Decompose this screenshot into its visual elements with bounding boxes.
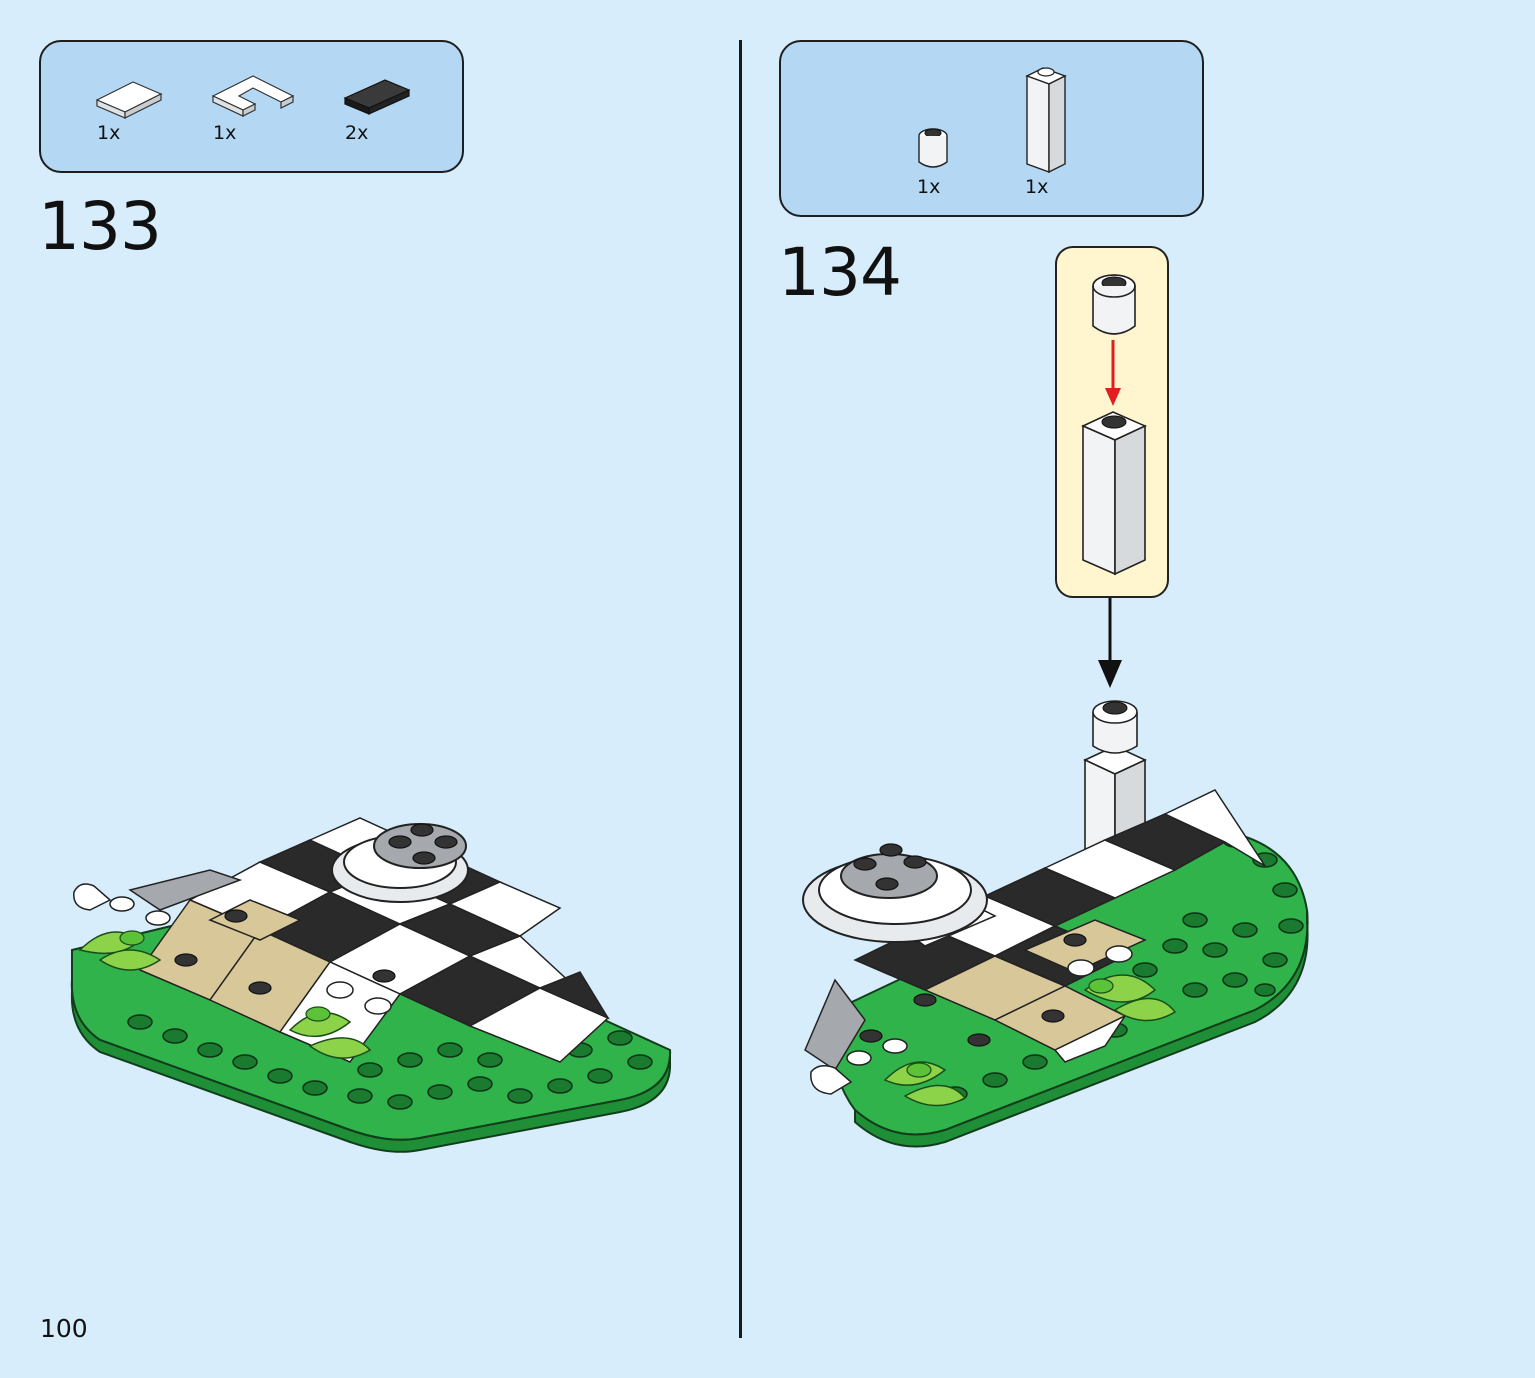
part-qty: 1x [213,122,237,144]
red-assembly-arrow-icon [1105,340,1121,406]
part-qty: 1x [97,122,121,144]
sub-assembly-callout [1055,246,1169,598]
part-qty: 2x [345,122,369,144]
page-number: 100 [40,1314,88,1343]
white-tile-2x3-icon [95,81,163,119]
model-illustration-step-133 [70,817,672,1153]
part-qty: 1x [1025,176,1049,198]
parts-box-step-133: 1x 1x 2x [39,40,464,173]
white-corner-tile-icon [211,75,295,117]
parts-box-step-134: 1x 1x [779,40,1204,217]
page-divider [739,40,742,1338]
step-number: 134 [778,234,902,311]
part-qty: 1x [917,176,941,198]
white-tall-brick-icon [1025,67,1067,174]
black-assembly-arrow-icon [1098,598,1122,688]
tall-brick-sub-icon [1081,411,1147,576]
white-round-brick-icon [918,128,948,168]
model-illustration-step-134 [802,700,1309,1148]
round-brick-sub-icon [1092,274,1136,335]
black-tile-1x2-icon [343,79,411,115]
step-number: 133 [38,188,162,265]
